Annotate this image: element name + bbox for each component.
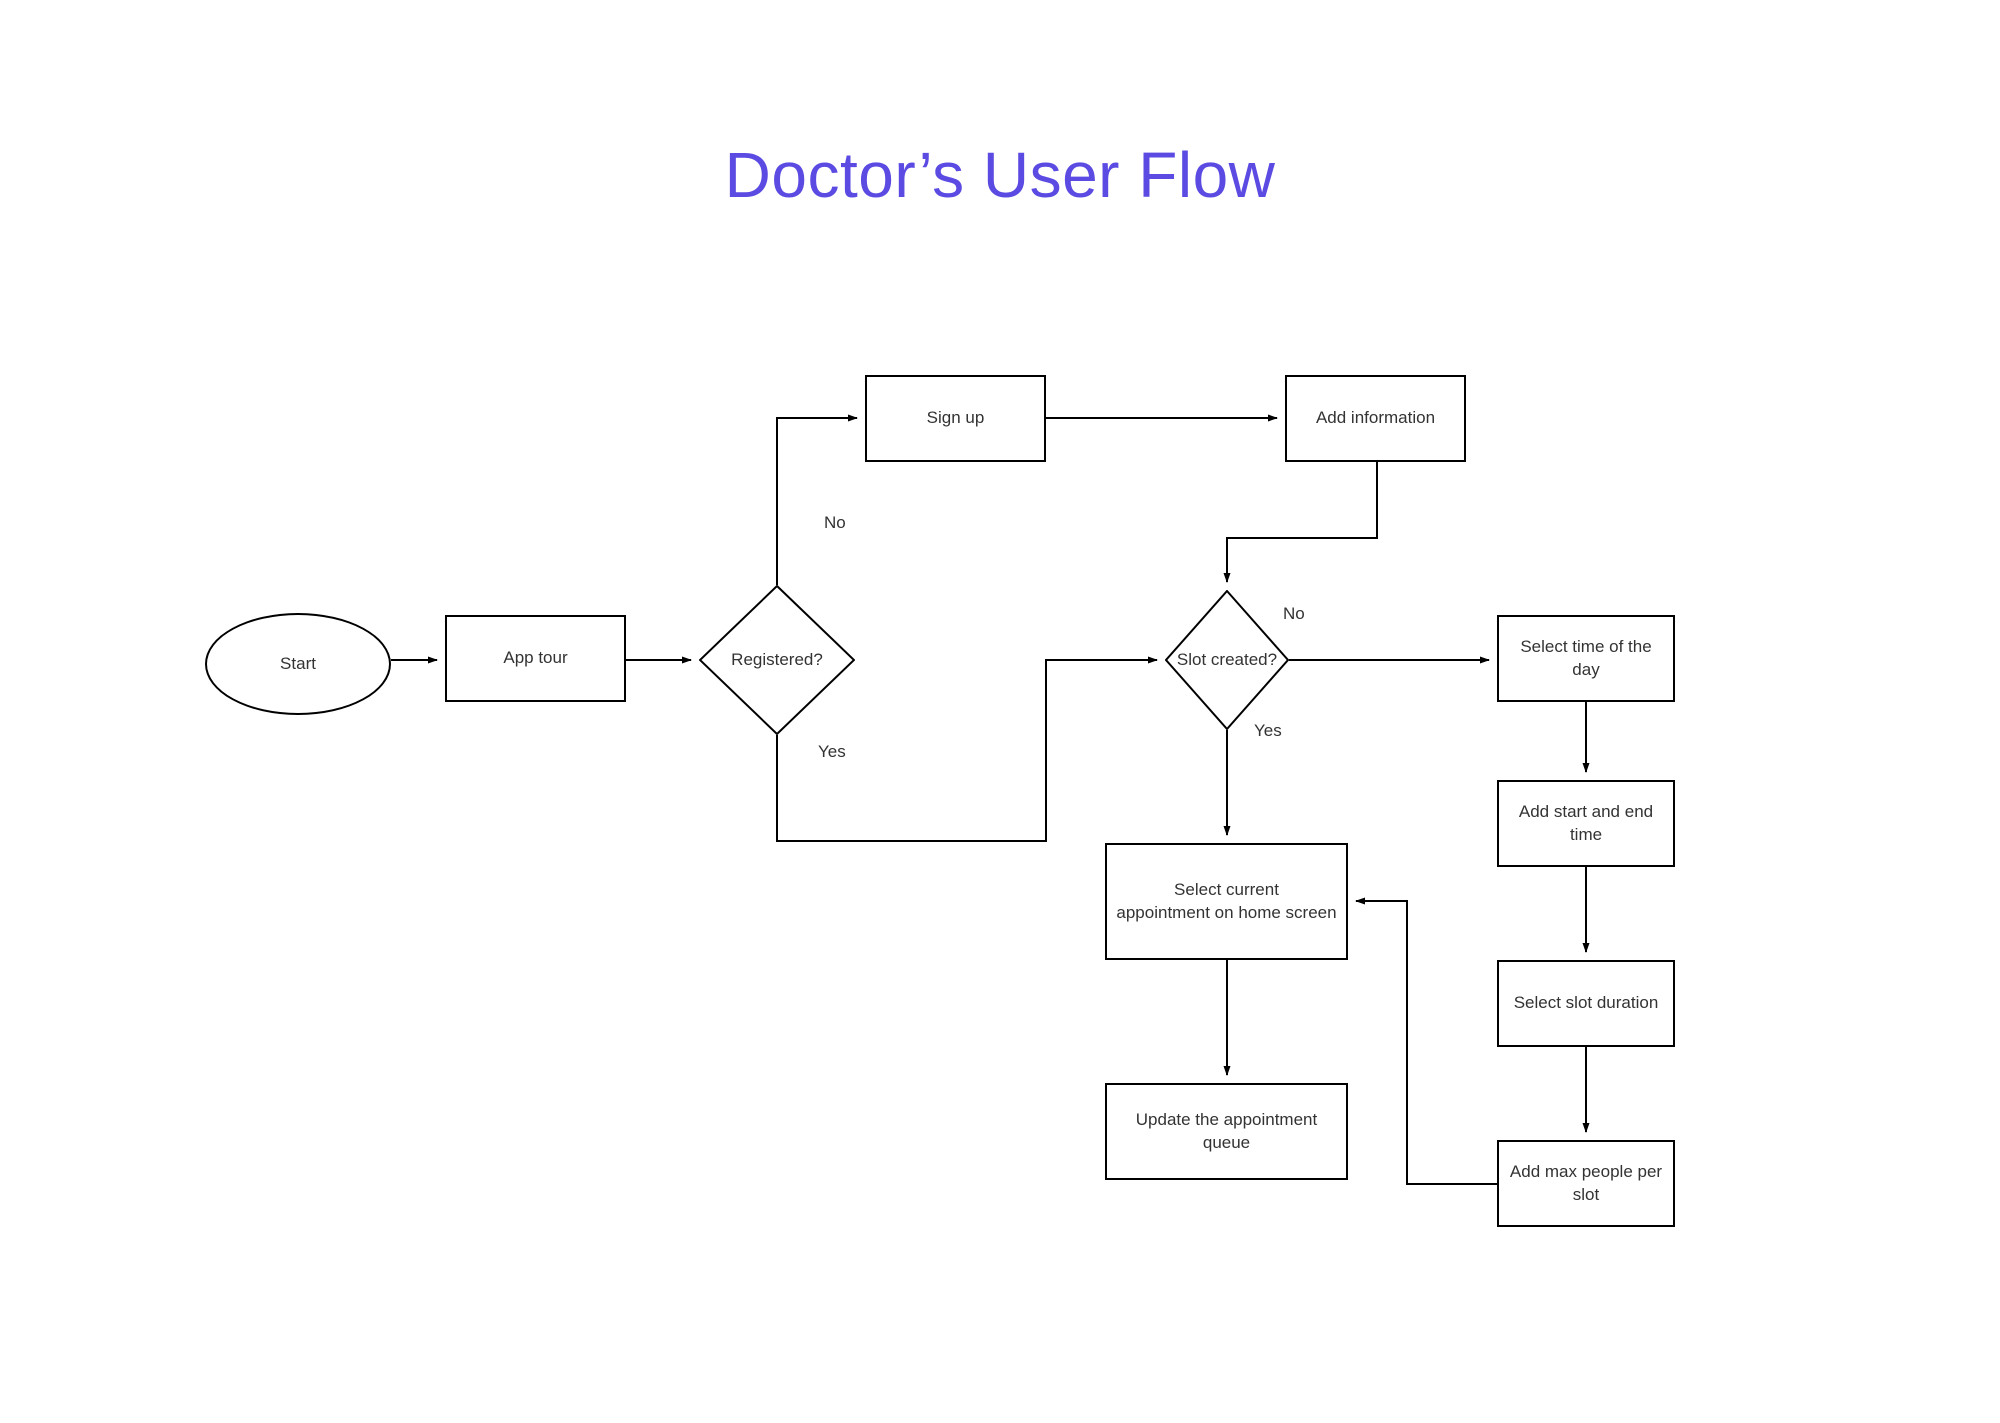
- edge-label-no-slot-created: No: [1283, 604, 1305, 623]
- node-app-tour-label: App tour: [503, 648, 568, 668]
- edge-registered-yes-to-slot-created: [776, 656, 1158, 842]
- node-sign-up[interactable]: Sign up: [865, 375, 1046, 462]
- node-add-start-and-end-time[interactable]: Add start and end time: [1497, 780, 1675, 867]
- edge-add-information-to-slot-created: [1223, 462, 1378, 583]
- node-add-information-label: Add information: [1315, 408, 1436, 428]
- node-select-current-appointment[interactable]: Select current appointment on home scree…: [1105, 843, 1348, 960]
- edge-label-yes-slot-created: Yes: [1254, 721, 1282, 740]
- node-start[interactable]: Start: [205, 613, 391, 715]
- node-add-start-and-end-time-label: Add start and end time: [1518, 801, 1654, 844]
- node-registered-label: Registered?: [731, 649, 823, 669]
- node-slot-created[interactable]: Slot created?: [1165, 590, 1289, 730]
- node-add-max-people-per-slot-label: Add max people per slot: [1509, 1161, 1663, 1204]
- node-select-time-of-day-label: Select time of the day: [1520, 636, 1652, 679]
- node-select-time-of-day[interactable]: Select time of the day: [1497, 615, 1675, 702]
- node-select-current-appointment-label: Select current appointment on home scree…: [1116, 879, 1337, 922]
- node-add-information[interactable]: Add information: [1285, 375, 1466, 462]
- node-select-slot-duration-label: Select slot duration: [1513, 993, 1659, 1013]
- node-slot-created-label: Slot created?: [1176, 649, 1278, 669]
- edge-label-no-registered: No: [824, 513, 846, 532]
- node-select-slot-duration[interactable]: Select slot duration: [1497, 960, 1675, 1047]
- node-start-label: Start: [280, 653, 316, 673]
- edge-registered-no-to-sign-up: [776, 414, 858, 585]
- node-app-tour[interactable]: App tour: [445, 615, 626, 702]
- diamond-shape-slot-created: [1165, 590, 1289, 730]
- node-update-appointment-queue[interactable]: Update the appointment queue: [1105, 1083, 1348, 1180]
- node-update-appointment-queue-label: Update the appointment queue: [1135, 1109, 1318, 1152]
- edge-label-yes-registered: Yes: [818, 742, 846, 761]
- edge-add-max-people-to-select-current-appointment: [1355, 897, 1497, 1185]
- node-sign-up-label: Sign up: [926, 408, 985, 428]
- page-title: Doctor’s User Flow: [724, 139, 1276, 211]
- node-registered[interactable]: Registered?: [699, 585, 855, 735]
- diamond-shape-registered: [699, 585, 855, 735]
- node-add-max-people-per-slot[interactable]: Add max people per slot: [1497, 1140, 1675, 1227]
